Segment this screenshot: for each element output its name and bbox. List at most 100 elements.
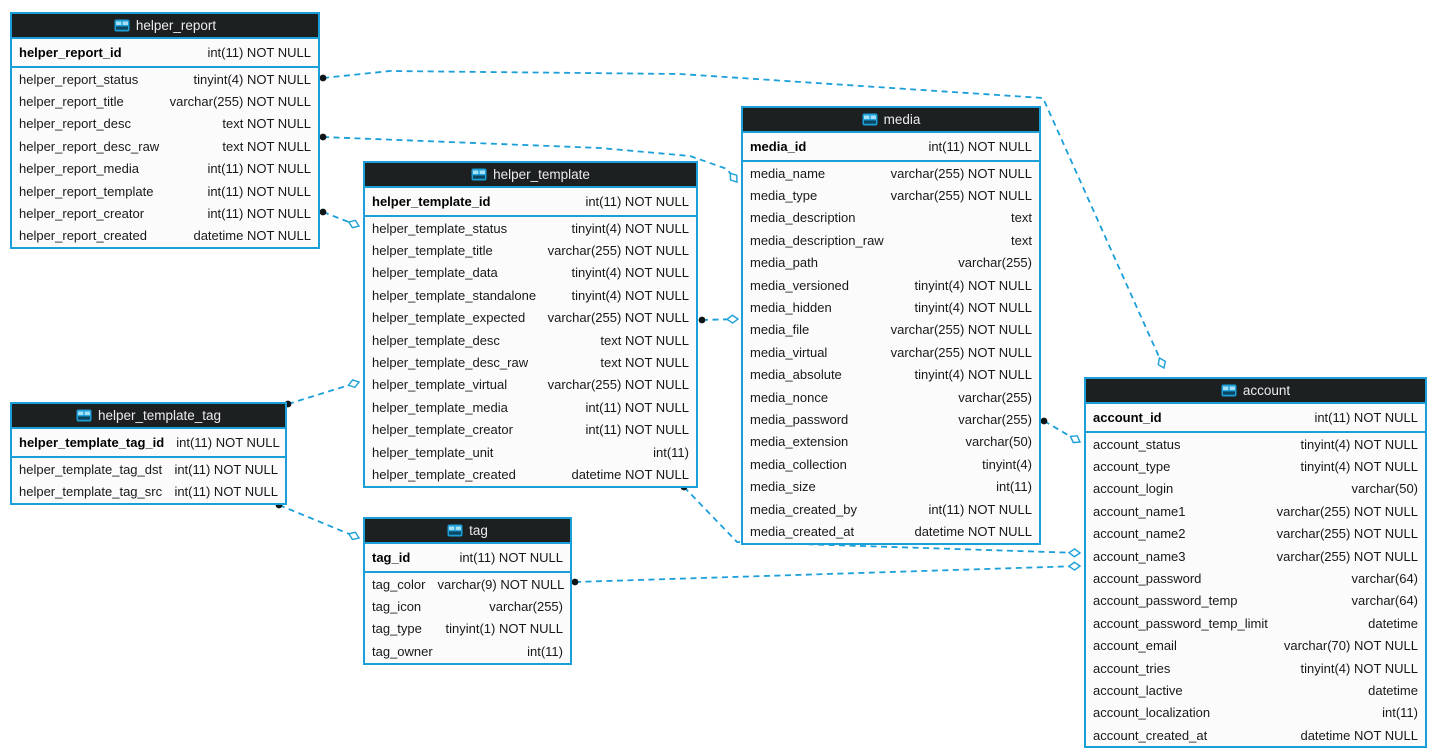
column-row-tag_type[interactable]: tag_type tinyint(1) NOT NULL <box>365 617 570 641</box>
column-name: helper_template_creator <box>372 422 513 438</box>
relationship-helper_template_tag-helper_template[interactable] <box>284 379 361 408</box>
relationship-tag-account[interactable] <box>571 561 1082 586</box>
table-header-tag[interactable]: tag <box>365 519 570 544</box>
relationship-helper_template-media[interactable] <box>698 314 740 324</box>
column-type: tinyint(4) NOT NULL <box>914 367 1032 383</box>
relationship-helper_report-helper_template[interactable] <box>319 208 361 229</box>
table-title: tag <box>469 523 488 538</box>
table-header-helper_template_tag[interactable]: helper_template_tag <box>12 404 285 429</box>
table-header-account[interactable]: account <box>1086 379 1425 404</box>
table-header-media[interactable]: media <box>743 108 1039 133</box>
column-type: tinyint(4) <box>982 456 1032 472</box>
relationship-media-account[interactable] <box>1040 417 1082 444</box>
column-name: media_path <box>750 255 818 271</box>
column-name: account_type <box>1093 459 1171 475</box>
column-name: tag_type <box>372 621 422 637</box>
relationship-helper_template-account[interactable] <box>680 483 1082 558</box>
column-type: tinyint(4) NOT NULL <box>1300 436 1418 452</box>
column-type: int(11) <box>653 444 689 460</box>
table-header-helper_report[interactable]: helper_report <box>12 14 318 39</box>
relationship-helper_report-account[interactable] <box>319 70 1167 370</box>
relationship-helper_template_tag-tag[interactable] <box>275 501 361 541</box>
column-type: tinyint(1) NOT NULL <box>445 621 563 637</box>
table-header-helper_template[interactable]: helper_template <box>365 163 696 188</box>
column-name: media_password <box>750 411 849 427</box>
column-type: varchar(255) NOT NULL <box>890 165 1032 181</box>
column-type: varchar(255) NOT NULL <box>890 322 1032 338</box>
relationship-helper_report-media[interactable] <box>319 133 738 183</box>
column-type: datetime NOT NULL <box>914 523 1032 539</box>
column-name: helper_template_data <box>372 265 498 281</box>
